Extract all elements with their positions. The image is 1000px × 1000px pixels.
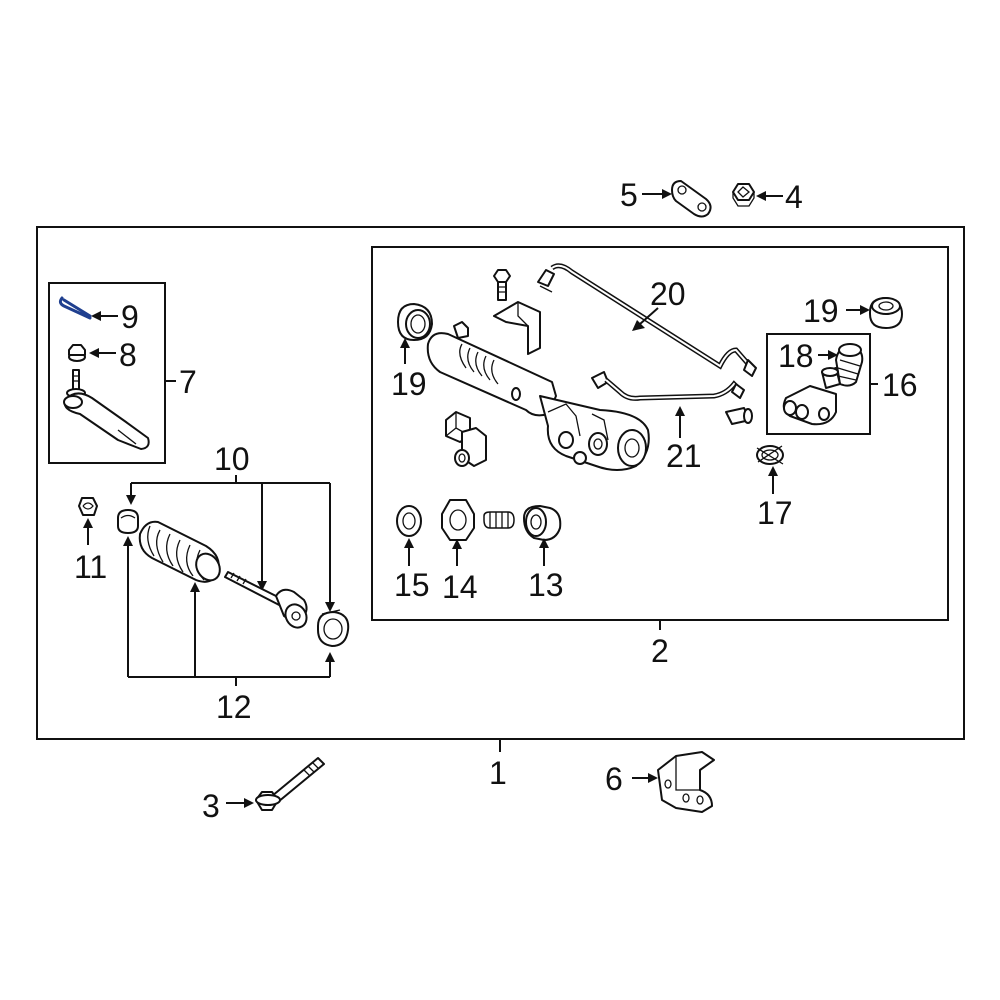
callout-16: 16	[882, 367, 918, 403]
seal-icon[interactable]	[396, 505, 422, 537]
return-line-icon[interactable]	[591, 371, 745, 401]
inner-tie-rod-icon[interactable]	[224, 571, 311, 631]
arrowhead-12c	[325, 652, 335, 662]
tie-rod-end-frame-7	[48, 282, 166, 464]
adjuster-nut-icon[interactable]	[441, 499, 475, 541]
callout-1: 1	[489, 755, 507, 791]
callout-19a: 19	[391, 366, 427, 402]
callout-19b: 19	[803, 293, 839, 329]
arrowhead-9	[91, 311, 101, 321]
rack-bushing-icon[interactable]	[397, 303, 433, 341]
callout-8: 8	[119, 337, 137, 373]
arrowhead-20	[632, 320, 645, 331]
callout-13: 13	[528, 567, 564, 603]
lock-nut-icon[interactable]	[78, 497, 98, 516]
arrowhead-12a	[123, 536, 133, 546]
callout-17: 17	[757, 495, 793, 531]
arrowhead-11	[83, 518, 93, 528]
arrow-20	[639, 307, 659, 325]
callout-11: 11	[74, 549, 107, 585]
arrowhead-4	[756, 191, 766, 201]
arrowhead-10a	[126, 495, 136, 505]
callout-2: 2	[651, 633, 669, 669]
cotter-pin-icon[interactable]	[58, 296, 92, 320]
arrowhead-19b	[860, 305, 870, 315]
rack-mount-bushing-icon[interactable]	[445, 411, 487, 467]
hex-nut-icon[interactable]	[732, 183, 755, 207]
arrowhead-5	[662, 189, 672, 199]
callout-18: 18	[778, 338, 814, 374]
arrowhead-14	[452, 539, 462, 549]
arrowhead-12b	[190, 582, 200, 592]
o-ring-icon[interactable]	[756, 445, 784, 465]
callout-3: 3	[202, 788, 220, 824]
callout-9: 9	[121, 299, 139, 335]
arrowhead-18	[828, 350, 838, 360]
callout-6: 6	[605, 761, 623, 797]
callout-12: 12	[216, 689, 252, 725]
callout-14: 14	[442, 569, 478, 605]
boot-clamp-icon[interactable]	[317, 609, 350, 647]
bushing-icon[interactable]	[523, 505, 562, 541]
rack-housing-icon[interactable]	[426, 321, 650, 471]
arrowhead-21	[675, 406, 685, 416]
callout-7: 7	[179, 364, 197, 400]
link-plate-icon[interactable]	[671, 180, 712, 218]
callout-10: 10	[214, 441, 250, 477]
arrowhead-10b	[257, 581, 267, 591]
arrowhead-8	[89, 348, 99, 358]
arrowhead-13	[539, 538, 549, 548]
arrowhead-6	[648, 773, 658, 783]
rack-bushing-icon[interactable]	[869, 297, 903, 329]
arrowhead-15	[404, 538, 414, 548]
callout-15: 15	[394, 567, 430, 603]
dust-boot-icon[interactable]	[835, 343, 864, 387]
arrowhead-19a	[400, 338, 410, 348]
flange-nut-icon[interactable]	[68, 344, 86, 362]
tie-rod-end-icon[interactable]	[63, 369, 150, 450]
inner-tie-rod-boot-icon[interactable]	[138, 520, 225, 585]
line-fitting-icon[interactable]	[725, 407, 753, 425]
mounting-bracket-icon[interactable]	[657, 751, 715, 813]
pressure-line-icon[interactable]	[537, 263, 757, 377]
callout-21: 21	[666, 438, 702, 474]
callout-4: 4	[785, 179, 803, 215]
adjuster-spring-icon[interactable]	[483, 511, 515, 529]
arrowhead-10c	[325, 602, 335, 612]
clamp-bracket-icon[interactable]	[493, 301, 541, 355]
mounting-bolt-icon[interactable]	[493, 269, 511, 301]
long-bolt-icon[interactable]	[255, 757, 325, 811]
callout-20: 20	[650, 276, 686, 312]
pinion-valve-icon[interactable]	[782, 367, 841, 426]
arrowhead-17	[768, 466, 778, 476]
arrowhead-3	[244, 798, 254, 808]
boot-clamp-icon[interactable]	[117, 509, 139, 534]
callout-5: 5	[620, 177, 638, 213]
